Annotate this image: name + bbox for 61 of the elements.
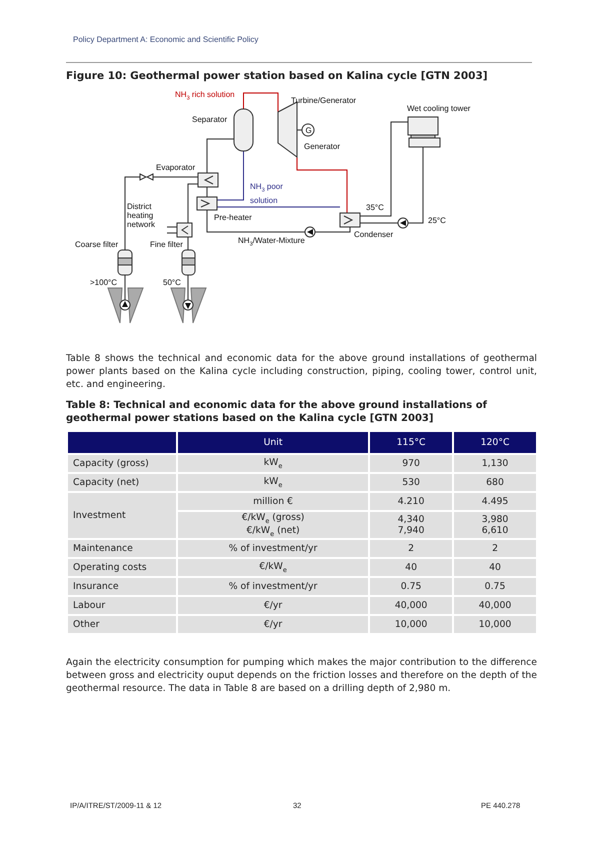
table-cell: % of investment/yr xyxy=(178,578,368,595)
header-cell: 115°C xyxy=(370,432,452,453)
component-label: Evaporator xyxy=(156,163,196,172)
component-label: Fine filter xyxy=(150,240,183,249)
page-header: Policy Department A: Economic and Scientific Policy xyxy=(73,35,258,44)
table-cell: 970 xyxy=(370,455,452,472)
component-label: Separator xyxy=(192,115,228,124)
table-title: Table 8: Technical and economic data for the above ground installations of geothermal power stations based on the Kalina cycle [GTN 2003] xyxy=(66,399,488,425)
table-cell: Other xyxy=(68,616,176,633)
table-cell: 2 xyxy=(454,540,536,557)
table-cell: Insurance xyxy=(68,578,176,595)
table-cell: 0.75 xyxy=(370,578,452,595)
component-label: Generator xyxy=(304,142,340,151)
component-label: Wet cooling tower xyxy=(407,104,470,113)
stream-label: NH$_{3}$/Water-Mixture xyxy=(238,236,305,250)
table-cell: 4.210 xyxy=(370,493,452,510)
generator-symbol-letter: G xyxy=(306,126,312,135)
stream-label: NH$_{3}$ rich solution xyxy=(175,90,235,104)
table-cell: Maintenance xyxy=(68,540,176,557)
table-cell: 4,340 7,940 xyxy=(370,512,452,538)
table-cell: 40 xyxy=(454,558,536,576)
table-cell: Labour xyxy=(68,596,176,614)
table-cell: million € xyxy=(178,493,368,510)
component-label: Turbine/Generator xyxy=(291,96,356,105)
table-cell: Capacity (gross) xyxy=(68,455,176,472)
table-cell: Investment xyxy=(68,493,176,538)
table-cell: 3,980 6,610 xyxy=(454,512,536,538)
component-label: District heating network xyxy=(127,202,156,229)
table-cell: 680 xyxy=(454,474,536,491)
header-cell: Unit xyxy=(178,432,368,453)
table-cell: kW$_{e}$ xyxy=(178,474,368,491)
table-cell: €/kW$_{e}$ xyxy=(178,558,368,576)
table-cell: €/yr xyxy=(178,596,368,614)
table-cell: 40 xyxy=(370,558,452,576)
temperature-label: 50°C xyxy=(163,278,181,287)
component-label: Condenser xyxy=(354,230,394,239)
table-cell: €/yr xyxy=(178,616,368,633)
component-label: Pre-heater xyxy=(214,213,252,222)
table-cell: 1,130 xyxy=(454,455,536,472)
figure-title: Figure 10: Geothermal power station based on Kalina cycle [GTN 2003] xyxy=(66,70,488,82)
temperature-label: 35°C xyxy=(366,203,384,212)
table-cell: €/kW$_{e}$ (gross) €/kW$_{e}$ (net) xyxy=(178,512,368,538)
table-cell: 530 xyxy=(370,474,452,491)
body-paragraph: Table 8 shows the technical and economic data for the above ground installations of geothermal power plants based on the Kalina cycle including construction, piping, cooling tower, control unit, etc. and engineering. xyxy=(66,352,537,391)
table-cell: 10,000 xyxy=(370,616,452,633)
table-cell: 0.75 xyxy=(454,578,536,595)
body-paragraph: Again the electricity consumption for pumping which makes the major contribution to the difference between gross and electricity ouput depends on the friction losses and therefore on the depth of the geothermal resource. The data in Table 8 are based on a drilling depth of 2,980 m. xyxy=(66,656,537,695)
header-cell: 120°C xyxy=(454,432,536,453)
temperature-label: >100°C xyxy=(90,278,117,287)
table-cell: Operating costs xyxy=(68,558,176,576)
table-cell: 4.495 xyxy=(454,493,536,510)
table-cell: 40,000 xyxy=(370,596,452,614)
stream-label: NH$_{3}$ poor solution xyxy=(250,182,284,205)
table-cell: 10,000 xyxy=(454,616,536,633)
temperature-label: 25°C xyxy=(428,216,446,225)
table-cell: 40,000 xyxy=(454,596,536,614)
component-label: Coarse filter xyxy=(75,240,118,249)
table-cell: % of investment/yr xyxy=(178,540,368,557)
table-cell: Capacity (net) xyxy=(68,474,176,491)
table-cell: kW$_{e}$ xyxy=(178,455,368,472)
table-cell: 2 xyxy=(370,540,452,557)
